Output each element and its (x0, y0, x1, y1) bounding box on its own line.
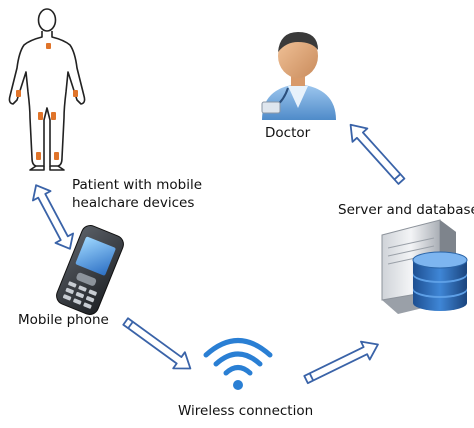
patient-label-line1: Patient with mobile (72, 177, 203, 193)
doctor-icon (261, 32, 336, 120)
arrow-patient-phone (32, 184, 74, 250)
arrow-wireless-server (303, 340, 379, 385)
patient-body-icon (8, 8, 86, 171)
server-label: Server and database (338, 202, 474, 218)
wifi-icon (203, 338, 273, 390)
mobile-phone-icon (56, 225, 124, 315)
server-database-icon (381, 219, 468, 314)
wireless-label: Wireless connection (178, 403, 314, 419)
arrow-phone-wireless (122, 317, 192, 370)
doctor-label: Doctor (265, 125, 311, 141)
arrow-server-doctor (349, 123, 406, 185)
patient-label-line2: healchare devices (72, 195, 195, 211)
sensor-patches (16, 43, 78, 160)
patient-label: Patient with mobile healchare devices (72, 176, 202, 212)
mobile-phone-label: Mobile phone (18, 312, 109, 328)
